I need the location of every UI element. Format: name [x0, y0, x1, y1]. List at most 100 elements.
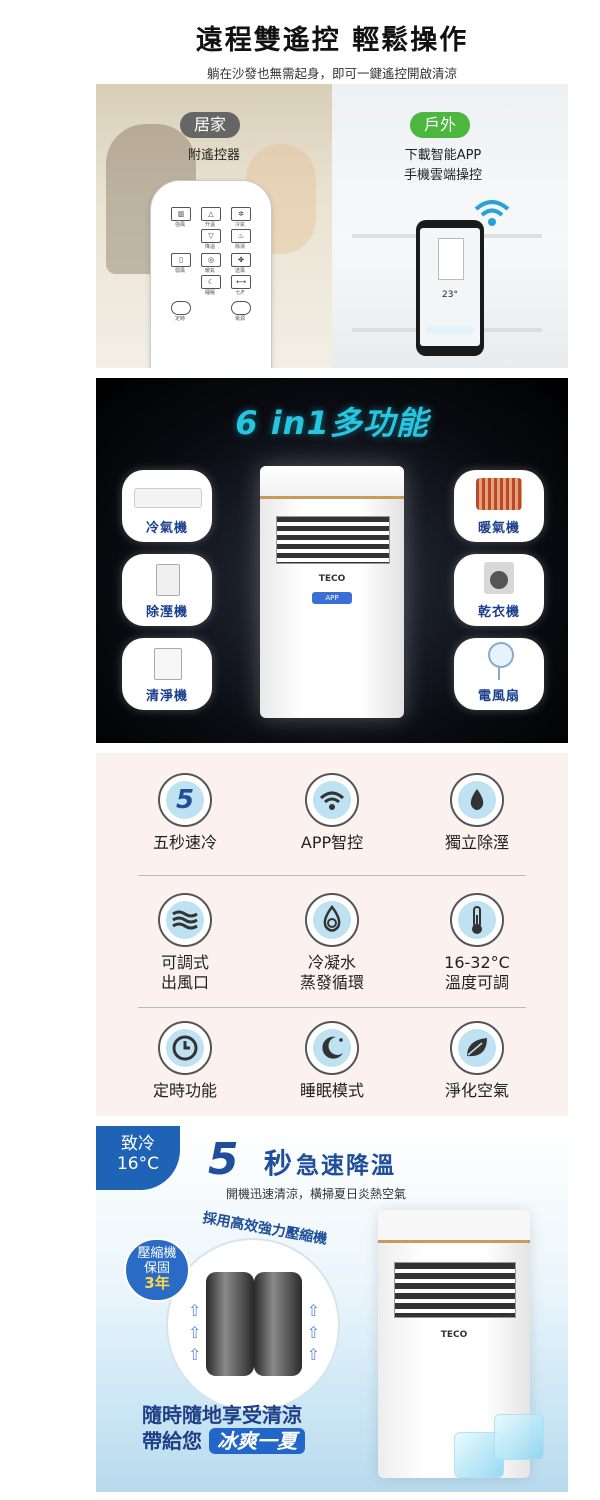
- headline: 急速降溫: [296, 1153, 396, 1179]
- feature-app-control: APP智控: [257, 773, 407, 853]
- feature-adjustable-vent: 可調式 出風口: [110, 893, 260, 993]
- ice-cube: [494, 1414, 544, 1460]
- slogan-prefix: 帶給您: [142, 1429, 202, 1453]
- outdoor-label: 戶外: [410, 112, 471, 138]
- remote-timer-button: [171, 301, 191, 315]
- phone-controls: [426, 326, 474, 334]
- card-label: 暖氣機: [477, 521, 520, 536]
- feature-sleep-mode: 睡眠模式: [257, 1021, 407, 1101]
- card-dehumidifier: 除溼機: [122, 554, 212, 626]
- compressor-left: [206, 1272, 254, 1376]
- feature-label: 16-32°C 溫度可調: [444, 953, 510, 992]
- wind-icon: [158, 893, 212, 947]
- dryer-icon: [454, 554, 544, 598]
- portable-ac-unit: TECO APP: [260, 466, 404, 718]
- warranty-line-1: 壓縮機: [137, 1246, 177, 1261]
- remote-label: 七/F: [235, 290, 245, 296]
- seconds-text: 秒: [264, 1147, 293, 1180]
- thermometer-icon: [450, 893, 504, 947]
- divider: [138, 875, 526, 876]
- droplet-icon: [450, 773, 504, 827]
- remote-label: 升溫: [204, 222, 215, 228]
- section-subtitle: 躺在沙發也無需起身，即可一鍵遙控開啟清涼: [206, 66, 457, 81]
- warranty-line-3: 3年: [144, 1274, 170, 1292]
- card-heater: 暖氣機: [454, 470, 544, 542]
- compressor-illustration: ⇧⇧⇧ ⇧⇧⇧: [166, 1238, 340, 1412]
- feature-five-second-cooling: 5 五秒速冷: [110, 773, 260, 853]
- phone-unit-image: [438, 238, 464, 280]
- wifi-icon: [474, 200, 510, 226]
- compressor-right: [254, 1272, 302, 1376]
- unit-brand: TECO: [318, 574, 346, 584]
- remote-label: 送風: [234, 268, 245, 274]
- slogan-line-1: 隨時隨地享受清涼: [142, 1403, 302, 1427]
- remote-label: 冷氣: [234, 222, 245, 228]
- rapid-cooling-section: 致冷 16°C 5 秒 急速降溫 開機迅速清涼，橫掃夏日炎熱空氣 ⇧⇧⇧ ⇧⇧⇧…: [96, 1126, 568, 1492]
- remote-label: 除濕: [234, 244, 245, 250]
- dehumidifier-icon: [122, 554, 212, 598]
- arrow-up-icon: ⇧⇧⇧: [306, 1301, 320, 1364]
- outdoor-desc-2: 手機雲端操控: [403, 168, 482, 183]
- card-label: 乾衣機: [477, 605, 520, 620]
- remote-down-button: ▽: [201, 229, 221, 243]
- remote-label: 定時: [174, 316, 185, 322]
- leaf-icon: [450, 1021, 504, 1075]
- remote-weak-wind-button: ▯: [171, 253, 191, 267]
- remote-label: 弱風: [174, 268, 185, 274]
- slogan-highlight: 冰爽一夏: [208, 1428, 305, 1454]
- feature-condensate-recycle: 冷凝水 蒸發循環: [257, 893, 407, 993]
- remote-swing-button: ⟷: [231, 275, 251, 289]
- feature-label: 冷凝水 蒸發循環: [299, 953, 364, 992]
- card-label: 除溼機: [145, 605, 188, 620]
- fan-icon: [454, 638, 544, 682]
- cooling-subtitle: 開機迅速清涼，橫掃夏日炎熱空氣: [226, 1187, 407, 1201]
- heater-icon: [454, 470, 544, 514]
- unit-vent: [394, 1262, 516, 1318]
- section-title: 遠程雙遙控 輕鬆操作: [195, 25, 469, 56]
- clock-icon: [158, 1021, 212, 1075]
- bottom-slogan: 隨時隨地享受清涼 帶給您 冰爽一夏: [142, 1402, 305, 1454]
- warranty-line-2: 保固: [143, 1261, 170, 1276]
- remote-cool-button: ✲: [231, 207, 251, 221]
- outdoor-desc-1: 下載智能APP: [404, 148, 482, 163]
- remote-control-section: 遠程雙遙控 輕鬆操作 躺在沙發也無需起身，即可一鍵遙控開啟清涼 居家 附遙控器 …: [96, 0, 568, 368]
- smartphone: 23°: [416, 220, 484, 356]
- remote-label: 電源: [234, 316, 245, 322]
- remote-strong-wind-button: ▥: [171, 207, 191, 221]
- remote-label: 睡眠: [204, 290, 215, 296]
- unit-top-panel: [378, 1210, 530, 1243]
- six-in-one-section: 6 in1多功能 冷氣機 除溼機 清淨機 暖氣機 乾衣機: [96, 378, 568, 743]
- card-dryer: 乾衣機: [454, 554, 544, 626]
- remote-dehumid-button: ♨: [231, 229, 251, 243]
- feature-label: 可調式 出風口: [160, 953, 209, 992]
- tab-line-2: 16°C: [116, 1154, 159, 1174]
- slogan-line-2: 帶給您 冰爽一夏: [142, 1428, 305, 1454]
- card-label: 冷氣機: [145, 521, 188, 536]
- recycle-drop-icon: [305, 893, 359, 947]
- remote-label: 強風: [174, 222, 185, 228]
- remote-sleep-button: ☾: [201, 275, 221, 289]
- feature-label: 定時功能: [152, 1081, 217, 1100]
- unit-top-panel: [260, 466, 404, 499]
- unit-vent: [276, 516, 390, 564]
- feature-label: 獨立除溼: [444, 833, 509, 852]
- tab-line-1: 致冷: [121, 1134, 155, 1154]
- card-label: 清淨機: [145, 689, 188, 704]
- air-conditioner-icon: [122, 470, 212, 514]
- remote-heat-button: ◎: [201, 253, 221, 267]
- air-purifier-icon: [122, 638, 212, 682]
- feature-label: 睡眠模式: [299, 1081, 364, 1100]
- remote-label: 降溫: [204, 244, 215, 250]
- feature-label: 五秒速冷: [152, 833, 217, 852]
- moon-icon: [305, 1021, 359, 1075]
- card-electric-fan: 電風扇: [454, 638, 544, 710]
- phone-temperature: 23°: [442, 290, 458, 300]
- unit-brand: TECO: [440, 1330, 468, 1340]
- feature-dehumidify: 獨立除溼: [402, 773, 552, 853]
- wifi-icon: [305, 773, 359, 827]
- remote-power-button: [231, 301, 251, 315]
- phone-screen: 23°: [420, 228, 480, 346]
- remote-up-button: △: [201, 207, 221, 221]
- card-air-conditioner: 冷氣機: [122, 470, 212, 542]
- home-desc: 附遙控器: [187, 148, 240, 163]
